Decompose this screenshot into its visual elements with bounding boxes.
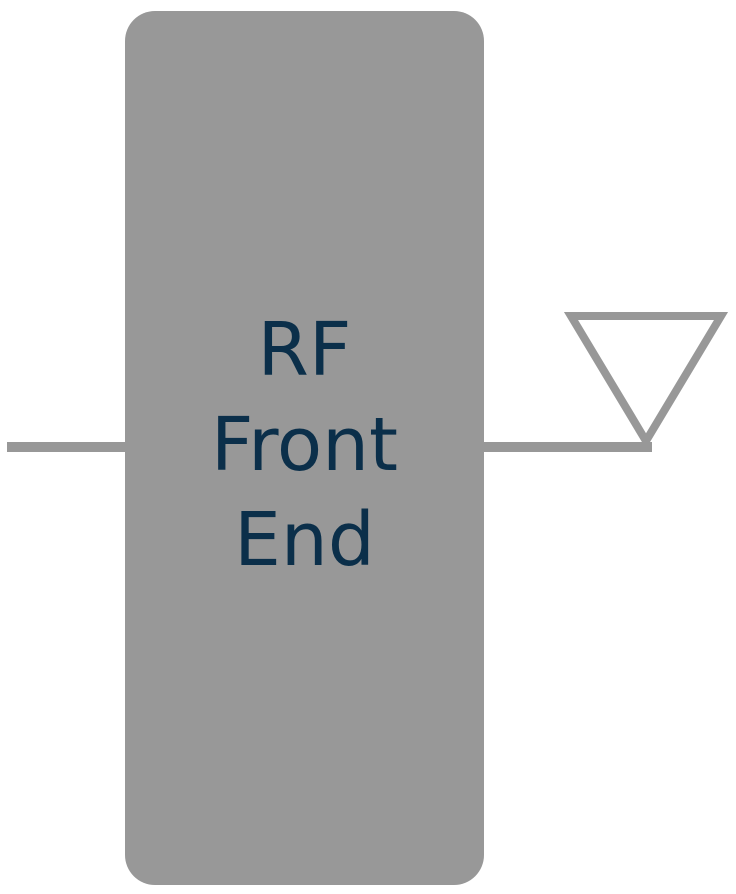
rf-front-end-block: RF Front End [125,11,484,885]
block-label-line-2: Front [210,401,399,488]
block-label-line-1: RF [257,306,352,393]
antenna-icon [563,312,729,449]
block-label: RF Front End [211,303,398,588]
block-label-line-3: End [234,496,375,583]
